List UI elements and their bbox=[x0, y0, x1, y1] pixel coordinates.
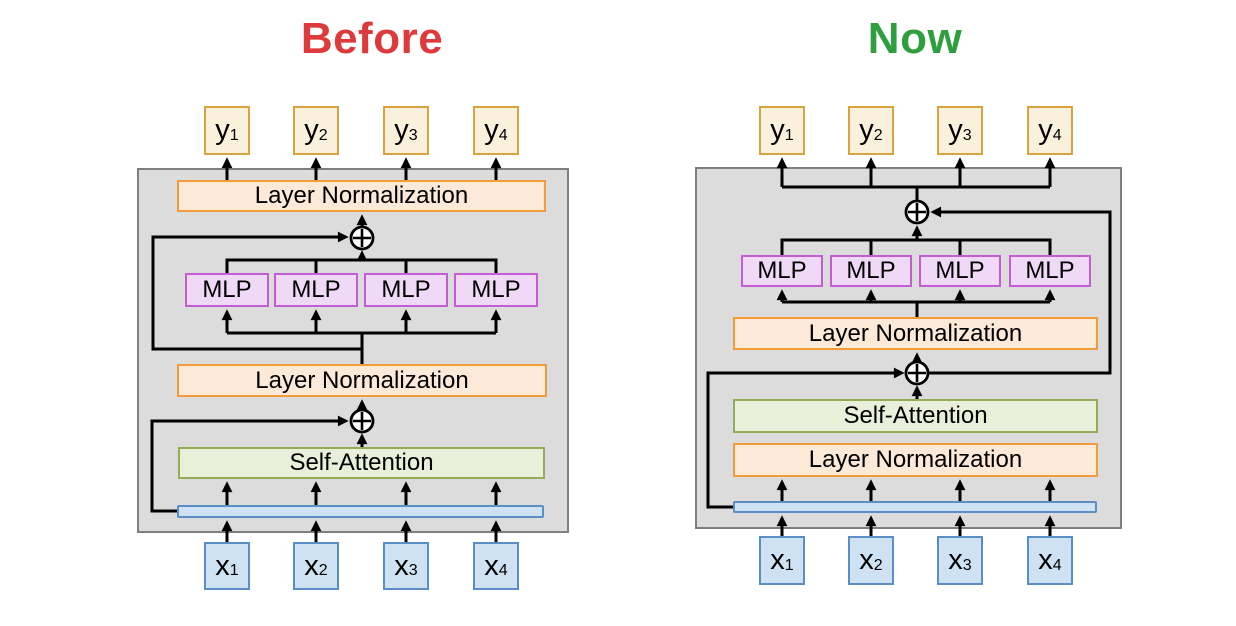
before-mlp-collector bbox=[225, 258, 498, 273]
now-residual-mlp bbox=[928, 206, 1112, 375]
now-title: Now bbox=[867, 14, 963, 63]
now-mlp-2: MLP bbox=[830, 255, 912, 287]
now-mlp-feeder bbox=[782, 300, 1050, 317]
before-mlp-1: MLP bbox=[185, 273, 269, 307]
now-output-distributor bbox=[782, 185, 1050, 201]
before-mlp-feeder bbox=[227, 331, 496, 364]
now-mlp-1: MLP bbox=[741, 255, 823, 287]
before-embedding-bar bbox=[177, 505, 544, 518]
now-residual-add-icon-bottom bbox=[904, 360, 930, 386]
before-mlp-2: MLP bbox=[274, 273, 358, 307]
before-residual-mlp bbox=[151, 231, 362, 351]
before-layer-norm-output: Layer Normalization bbox=[177, 180, 546, 212]
before-title: Before bbox=[300, 14, 444, 63]
now-mlp-3: MLP bbox=[919, 255, 1001, 287]
before-layer-norm-hidden: Layer Normalization bbox=[177, 364, 547, 397]
before-self-attention: Self-Attention bbox=[178, 447, 545, 479]
before-residual-attention bbox=[150, 415, 349, 513]
now-residual-add-icon-top bbox=[904, 199, 930, 225]
before-mlp-3: MLP bbox=[364, 273, 448, 307]
now-mlp-collector bbox=[780, 238, 1052, 255]
now-self-attention: Self-Attention bbox=[733, 399, 1098, 433]
now-mlp-4: MLP bbox=[1009, 255, 1091, 287]
before-mlp-4: MLP bbox=[454, 273, 538, 307]
before-residual-add-icon-top bbox=[349, 225, 375, 251]
before-residual-add-icon-bottom bbox=[349, 408, 375, 434]
now-residual-attention bbox=[706, 367, 905, 509]
now-embedding-bar bbox=[733, 501, 1097, 513]
now-layer-norm-mlp: Layer Normalization bbox=[733, 317, 1098, 350]
now-layer-norm-input: Layer Normalization bbox=[733, 443, 1098, 477]
